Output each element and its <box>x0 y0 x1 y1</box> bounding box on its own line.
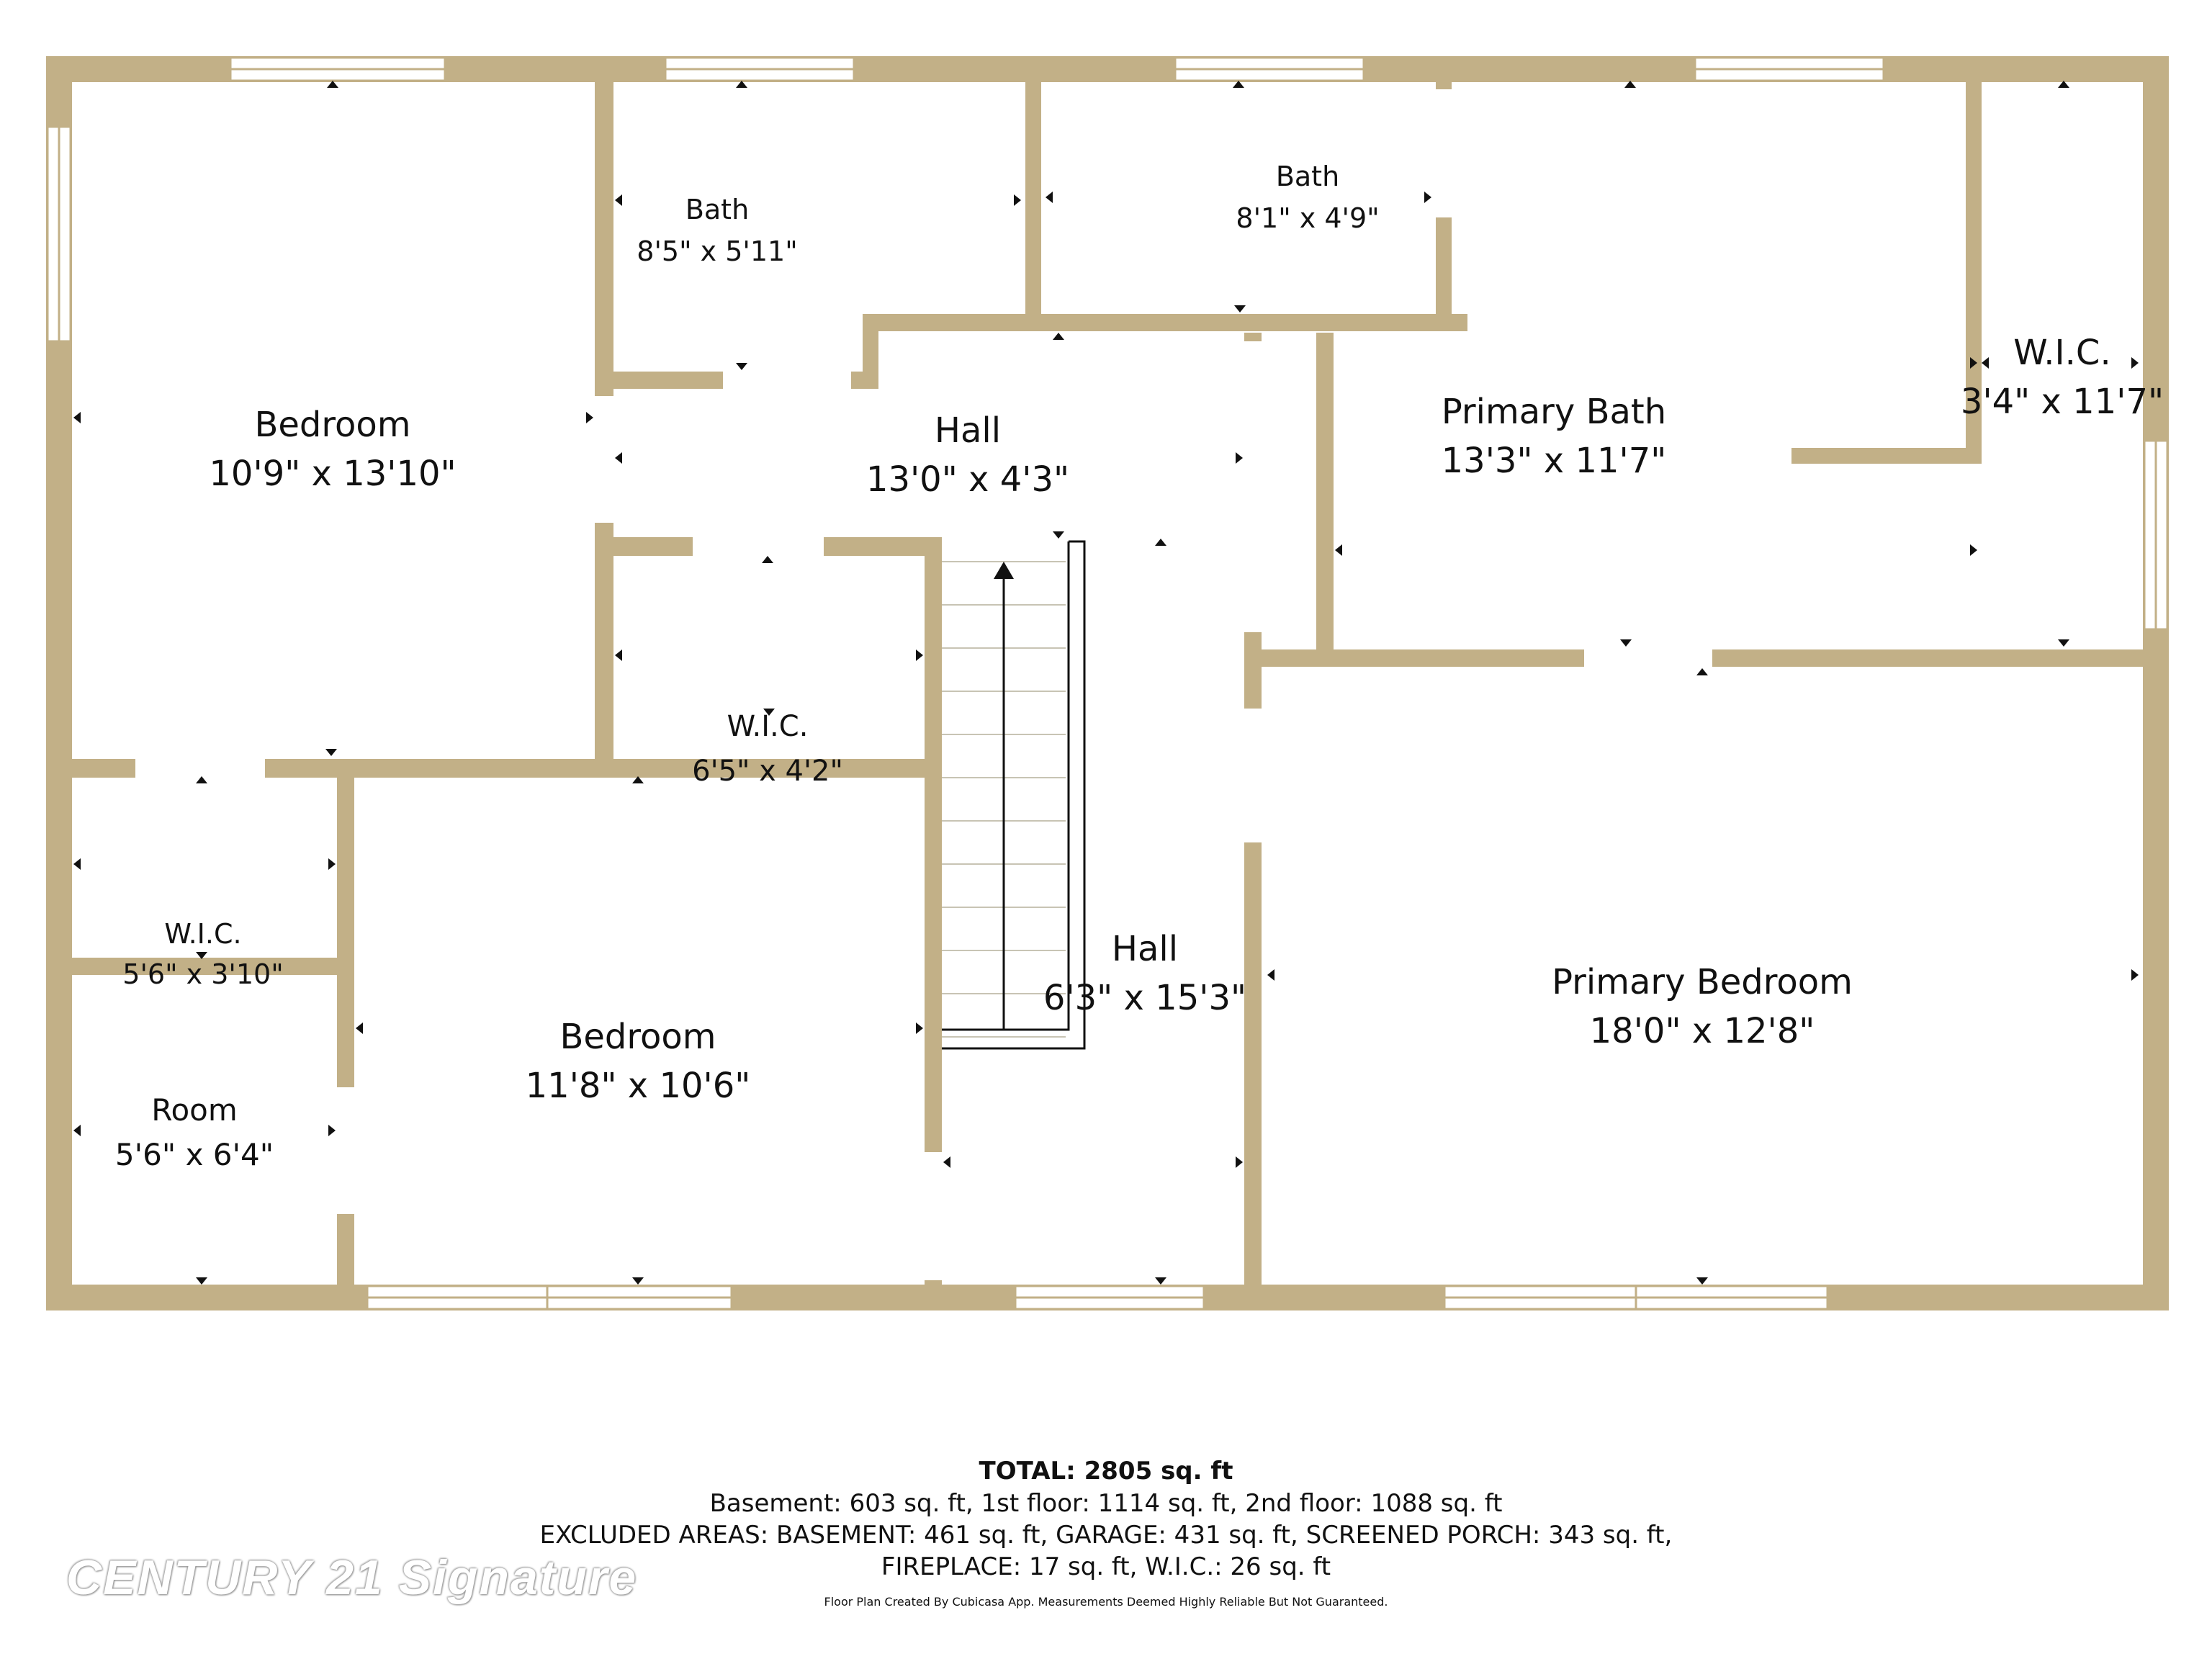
wall-bath-south <box>863 314 1467 331</box>
area-summary: TOTAL: 2805 sq. ft Basement: 603 sq. ft,… <box>0 1455 2212 1613</box>
room-dims-bedroom-nw: 10'9" x 13'10" <box>209 454 456 494</box>
dimension-markers <box>73 81 2139 1285</box>
disclaimer: Floor Plan Created By Cubicasa App. Meas… <box>824 1595 1388 1609</box>
arrow-up-icon <box>994 562 1014 579</box>
wall-bedroom-south <box>46 759 613 778</box>
room-dims-wic-center: 6'5" x 4'2" <box>692 755 843 788</box>
excluded-areas-line-1: EXCLUDED AREAS: BASEMENT: 461 sq. ft, GA… <box>539 1521 1673 1550</box>
floor-areas: Basement: 603 sq. ft, 1st floor: 1114 sq… <box>709 1489 1503 1518</box>
room-name-bath-1: Bath <box>685 194 749 225</box>
total-area: TOTAL: 2805 sq. ft <box>979 1457 1233 1485</box>
room-dims-bedroom-s: 11'8" x 10'6" <box>526 1066 751 1106</box>
room-name-primary-bath: Primary Bath <box>1442 392 1666 432</box>
staircase <box>942 540 1086 1050</box>
room-name-primary-bedroom: Primary Bedroom <box>1552 962 1853 1002</box>
room-name-bedroom-s: Bedroom <box>559 1017 716 1057</box>
stair-rail <box>942 541 1070 1031</box>
room-dims-hall-lower: 6'3" x 15'3" <box>1043 978 1246 1018</box>
brand-watermark: CENTURY 21 Signature <box>66 1550 638 1605</box>
wall-wic-ne-west <box>1966 81 1982 462</box>
wall-bath1-notch <box>863 314 878 386</box>
wall-wic-center-south <box>595 759 942 778</box>
room-dims-bath-1: 8'5" x 5'11" <box>637 235 797 267</box>
walls <box>46 56 2169 1310</box>
room-name-wic-center: W.I.C. <box>727 710 809 743</box>
wall-primary-bath-west <box>1316 333 1334 657</box>
wall-wic-sw-south <box>46 958 354 975</box>
room-name-bath-2: Bath <box>1276 161 1339 192</box>
wall-wic-ne-south <box>1791 448 1982 464</box>
openings <box>135 89 1712 1280</box>
room-dims-bath-2: 8'1" x 4'9" <box>1236 202 1379 234</box>
room-name-wic-sw: W.I.C. <box>164 918 241 950</box>
floor-plan: Bedroom 10'9" x 13'10" Bath 8'5" x 5'11"… <box>46 56 2169 1310</box>
room-name-bedroom-nw: Bedroom <box>254 405 410 445</box>
room-dims-hall-upper: 13'0" x 4'3" <box>866 459 1069 500</box>
room-labels: Bedroom 10'9" x 13'10" Bath 8'5" x 5'11"… <box>115 161 2164 1172</box>
room-dims-primary-bedroom: 18'0" x 12'8" <box>1590 1011 1815 1051</box>
room-dims-wic-sw: 5'6" x 3'10" <box>122 958 283 990</box>
room-name-hall-lower: Hall <box>1112 929 1178 969</box>
room-name-wic-ne: W.I.C. <box>2013 333 2110 373</box>
exterior-wall-east <box>2143 56 2169 1310</box>
room-name-room-sw: Room <box>151 1092 238 1128</box>
stair-rail-outer <box>942 540 1086 1050</box>
wall-bath1-east <box>1025 81 1041 318</box>
room-dims-primary-bath: 13'3" x 11'7" <box>1442 441 1667 481</box>
room-name-hall-upper: Hall <box>935 410 1001 451</box>
excluded-areas-line-2: FIREPLACE: 17 sq. ft, W.I.C.: 26 sq. ft <box>881 1552 1331 1581</box>
windows <box>46 56 2169 1310</box>
room-dims-wic-ne: 3'4" x 11'7" <box>1961 382 2164 422</box>
room-dims-room-sw: 5'6" x 6'4" <box>115 1137 274 1172</box>
